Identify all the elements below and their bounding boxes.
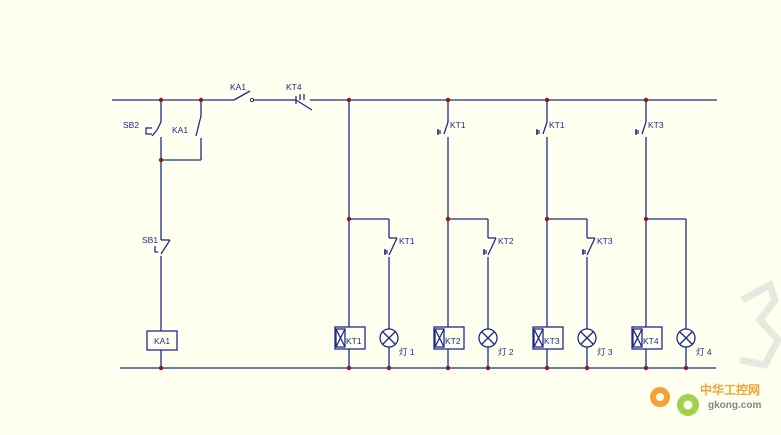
kt2-coil-label: KT2: [445, 336, 461, 346]
kt2-mid-label: KT2: [498, 236, 514, 246]
timer-branch-3: KT1 KT3 KT3 灯 3: [532, 100, 613, 368]
timer-branch-4: KT3 KT4 灯 4: [631, 100, 712, 368]
lamp-4-label: 灯 4: [696, 347, 712, 357]
kt3-mid-label: KT3: [597, 236, 613, 246]
kt3-coil: [532, 326, 564, 350]
sb1-label: SB1: [142, 235, 158, 245]
kt1-mid-label: KT1: [399, 236, 415, 246]
ka1-series-label: KA1: [230, 82, 246, 92]
kt4-series-contact: KT4: [286, 82, 314, 111]
kt4-coil-label: KT4: [643, 336, 659, 346]
watermark-brand: 中华工控网: [700, 382, 760, 397]
watermark: 中华工控网 gkong.com: [650, 279, 781, 416]
kt1-top-b-label: KT1: [549, 120, 565, 130]
kt1-coil-label: KT1: [346, 336, 362, 346]
start-stop-branch: SB2 KA1 SB1 KA1: [123, 100, 202, 368]
lamp-2-label: 灯 2: [498, 347, 514, 357]
kt1-coil: [334, 326, 366, 350]
timer-branch-1: KT1 KT1 灯 1: [334, 100, 415, 368]
kt3-coil-label: KT3: [544, 336, 560, 346]
kt4-series-label: KT4: [286, 82, 302, 92]
kt4-coil: [631, 326, 663, 350]
lamp-1-label: 灯 1: [399, 347, 415, 357]
timer-branch-2: KT1 KT2 KT2 灯 2: [433, 100, 514, 368]
ka1-series-contact: KA1: [226, 82, 277, 103]
kt3-top-label: KT3: [648, 120, 664, 130]
ka1-coil: [146, 330, 178, 351]
gear-icon: [650, 387, 699, 416]
junction-dots: [158, 97, 689, 371]
kt2-coil: [433, 326, 465, 350]
ka1-hold-label: KA1: [172, 125, 188, 135]
ka1-coil-label: KA1: [154, 336, 170, 346]
watermark-url: gkong.com: [708, 400, 761, 411]
sb2-label: SB2: [123, 120, 139, 130]
lamp-3-label: 灯 3: [597, 347, 613, 357]
kt1-top-a-label: KT1: [450, 120, 466, 130]
